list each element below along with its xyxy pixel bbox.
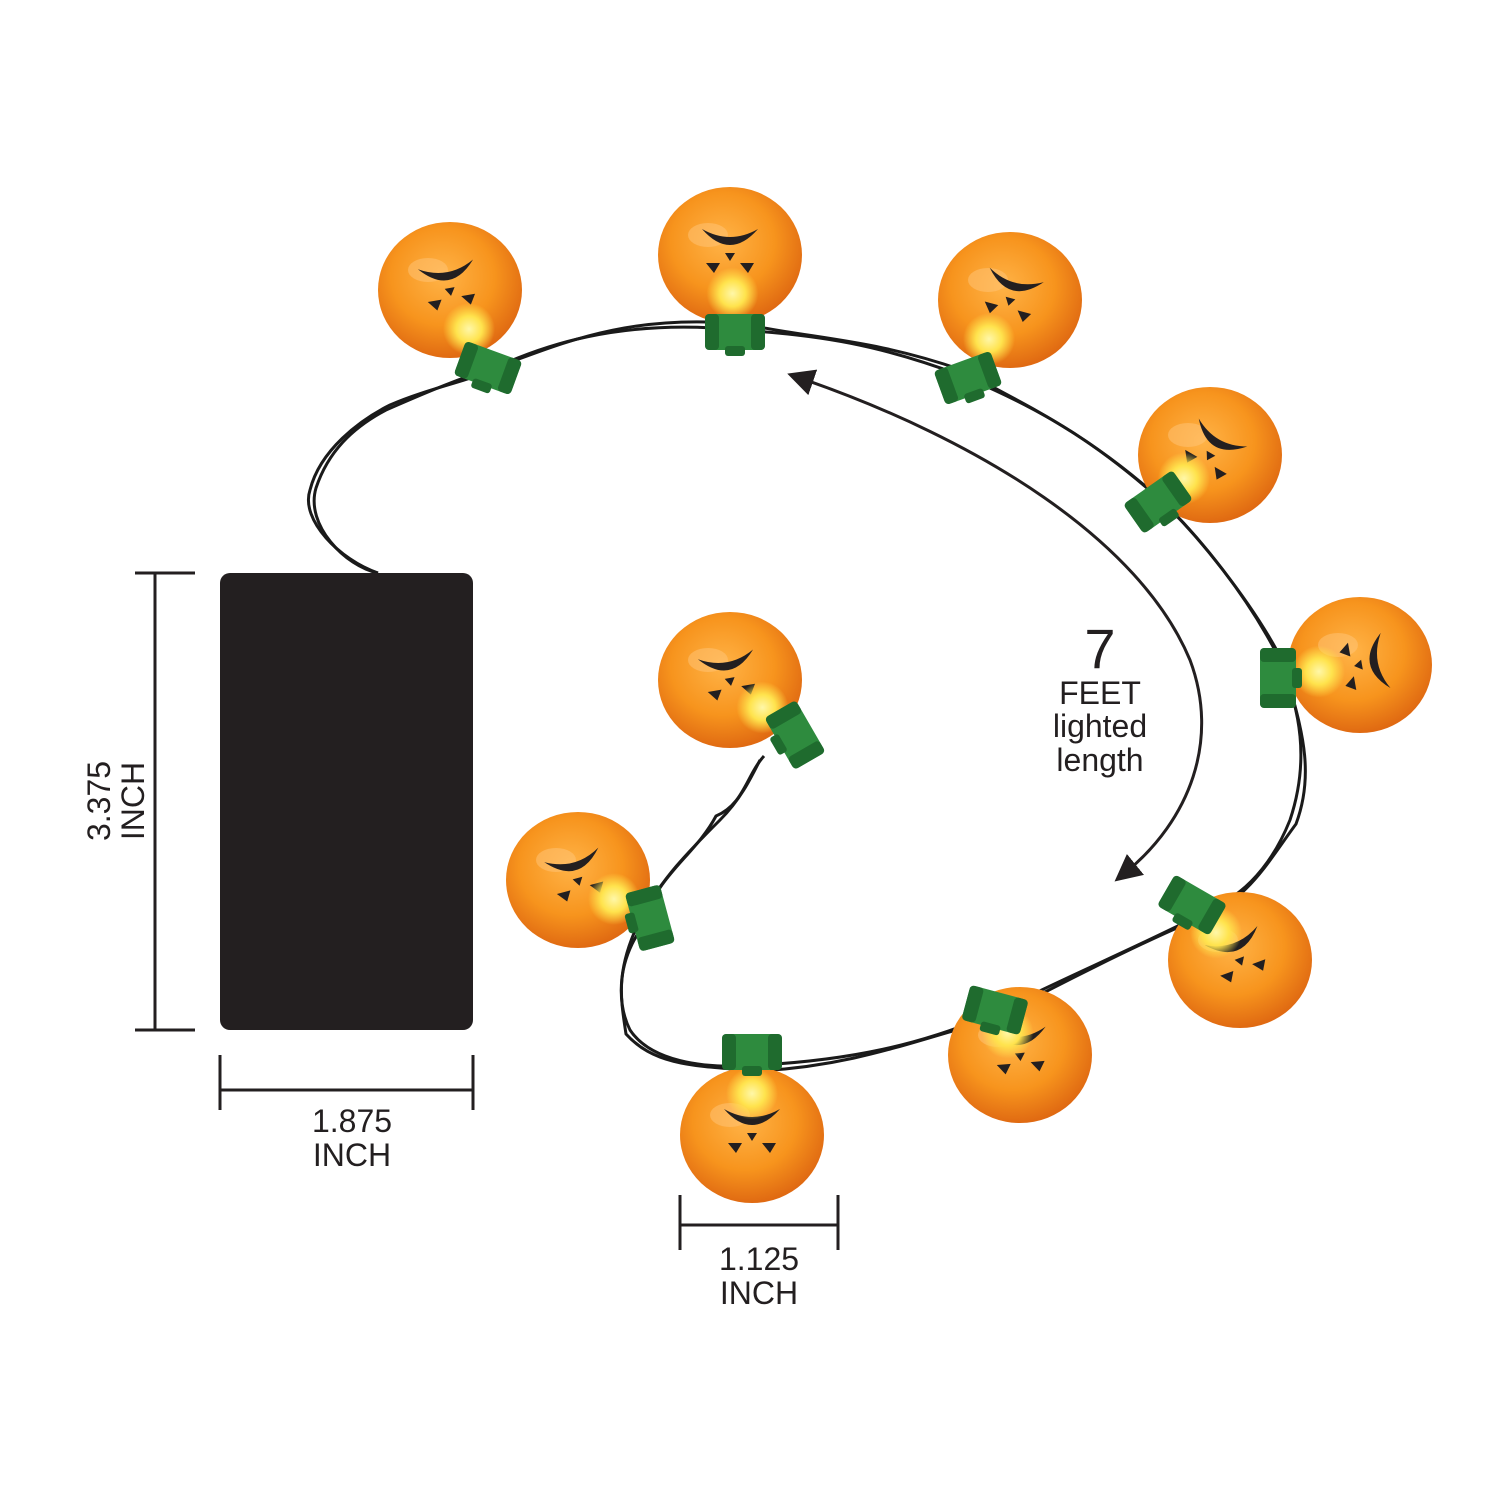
pumpkin-nose xyxy=(572,876,583,886)
bulb-socket xyxy=(624,885,675,951)
pumpkin-eye-left xyxy=(556,890,571,902)
battery-width-dimension: 1.875 INCH xyxy=(218,1055,475,1173)
pumpkin-highlight xyxy=(1168,423,1208,447)
pumpkin-nose xyxy=(1234,956,1245,966)
pumpkin-bulb xyxy=(680,1034,824,1203)
bulb-glow xyxy=(726,1067,778,1120)
pumpkin-eye-left xyxy=(1339,642,1351,657)
bulb-glow xyxy=(588,873,640,925)
pumpkin-mouth xyxy=(697,649,754,671)
bulb-glow xyxy=(706,267,759,320)
pumpkin-bulb xyxy=(948,985,1092,1123)
pumpkin-nose xyxy=(444,287,455,296)
pumpkin-mouth xyxy=(544,847,599,872)
pumpkin-nose xyxy=(725,253,735,261)
pumpkin-eye-right xyxy=(461,293,476,305)
pumpkin-nose xyxy=(1206,450,1216,461)
pumpkin-mouth xyxy=(702,229,758,245)
pumpkin-face xyxy=(702,229,758,273)
bulb-socket xyxy=(962,985,1028,1036)
battery-box xyxy=(220,573,473,1030)
lighted-length-line1: lighted xyxy=(1053,708,1147,744)
pumpkin-eye-left xyxy=(996,1063,1011,1075)
pumpkin-mouth xyxy=(417,259,474,281)
bulb-socket xyxy=(934,351,1002,405)
pumpkin-eye-right xyxy=(1214,466,1227,480)
pumpkin-nose xyxy=(1354,659,1363,670)
bulb-socket xyxy=(705,314,765,356)
pumpkin-nose xyxy=(724,677,735,686)
lighted-length-number: 7 xyxy=(1084,617,1115,680)
pumpkin-eye-left xyxy=(427,299,442,311)
pumpkin-eye-left xyxy=(707,689,722,701)
battery-width-value: 1.875 xyxy=(312,1103,392,1139)
pumpkin-eye-left xyxy=(1220,970,1234,983)
pumpkin-eye-right xyxy=(1030,1060,1045,1072)
pumpkin-eye-right xyxy=(1252,959,1266,971)
bulb-glow xyxy=(1293,645,1345,698)
pumpkin-mouth xyxy=(1369,632,1391,689)
pumpkin-highlight xyxy=(968,268,1008,292)
bulb-socket xyxy=(1124,471,1192,533)
pumpkin-face xyxy=(1339,632,1391,691)
bulb-glow xyxy=(443,303,495,355)
pumpkin-eye-right xyxy=(1345,676,1357,691)
battery-height-unit: INCH xyxy=(115,762,151,840)
pumpkin-eye-left xyxy=(706,263,720,273)
lighted-length-arrow xyxy=(787,369,1204,882)
bulb-socket xyxy=(1260,648,1302,708)
bulb-glow xyxy=(963,313,1015,365)
pumpkin-bulb xyxy=(934,232,1082,405)
pumpkin-eye-right xyxy=(740,263,754,273)
pumpkin-nose xyxy=(1005,296,1016,306)
bulb-width-value: 1.125 xyxy=(719,1241,799,1277)
pumpkin-eye-right xyxy=(762,1143,776,1153)
pumpkin-mouth xyxy=(1198,418,1248,450)
lighted-length-line2: length xyxy=(1056,742,1143,778)
bulb-socket xyxy=(1158,875,1226,935)
battery-height-value: 3.375 xyxy=(81,761,117,841)
bulb-width-dimension: 1.125 INCH xyxy=(678,1195,840,1311)
pumpkin-face xyxy=(417,259,476,311)
lighted-length-unit: FEET xyxy=(1059,675,1141,711)
pumpkin-bulb xyxy=(1158,875,1312,1028)
pumpkin-bulbs xyxy=(378,187,1432,1203)
lighted-length-label: 7 FEET lighted length xyxy=(1053,617,1147,778)
pumpkin-mouth xyxy=(1204,925,1258,953)
pumpkin-face xyxy=(1204,925,1266,983)
pumpkin-eye-right xyxy=(1017,310,1032,323)
curved-arrow xyxy=(787,369,1204,882)
pumpkin-bulb xyxy=(506,812,675,951)
pumpkin-eye-left xyxy=(728,1143,742,1153)
pumpkin-bulb xyxy=(1124,387,1282,533)
bulb-socket xyxy=(765,701,825,769)
bulb-width-unit: INCH xyxy=(720,1275,798,1311)
pumpkin-mouth xyxy=(989,267,1044,292)
pumpkin-nose xyxy=(747,1133,757,1141)
pumpkin-eye-left xyxy=(984,301,999,314)
battery-height-dimension: 3.375 INCH xyxy=(81,571,195,1032)
bulb-socket xyxy=(454,341,522,395)
bulb-socket xyxy=(722,1034,782,1076)
pumpkin-bulb xyxy=(658,187,802,356)
pumpkin-bulb xyxy=(378,222,522,395)
battery-width-unit: INCH xyxy=(313,1137,391,1173)
pumpkin-bulb xyxy=(658,612,825,769)
pumpkin-face xyxy=(984,267,1044,323)
pumpkin-bulb xyxy=(1260,597,1432,733)
